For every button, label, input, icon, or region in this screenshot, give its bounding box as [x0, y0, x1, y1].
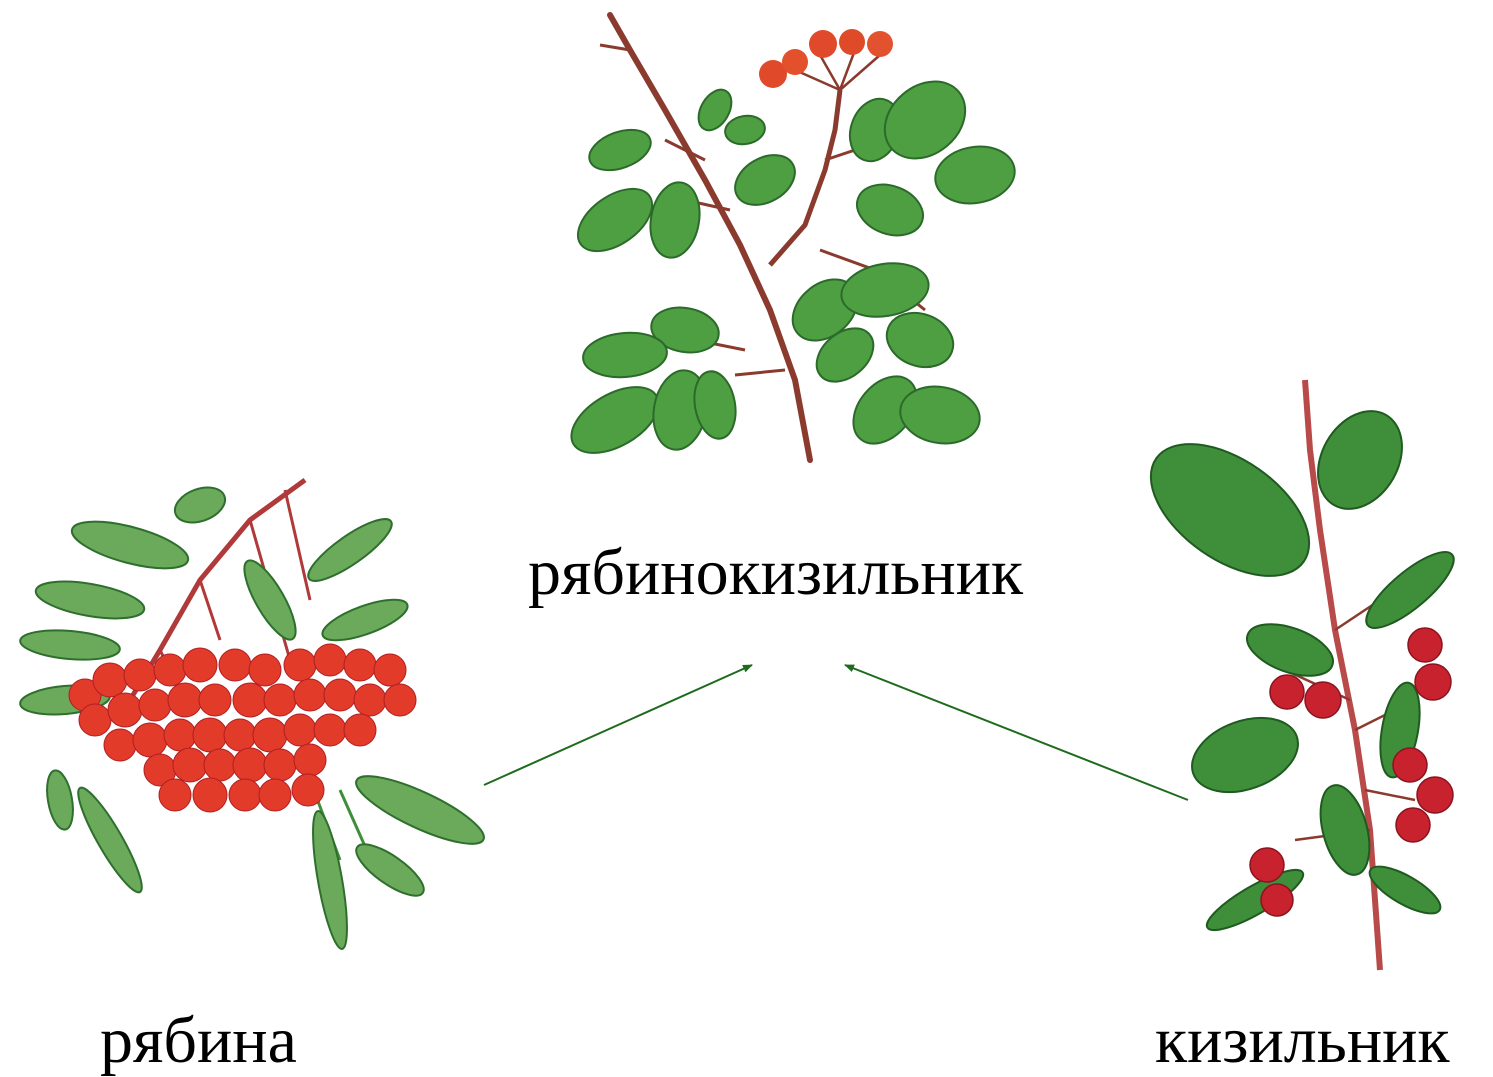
arrow-cotoneaster-to-hybrid	[845, 665, 1188, 800]
cotoneaster-label: кизильник	[1155, 1008, 1450, 1074]
rowan-label: рябина	[100, 1008, 297, 1074]
arrow-rowan-to-hybrid	[484, 665, 752, 785]
hybrid-label: рябинокизильник	[528, 540, 1023, 606]
